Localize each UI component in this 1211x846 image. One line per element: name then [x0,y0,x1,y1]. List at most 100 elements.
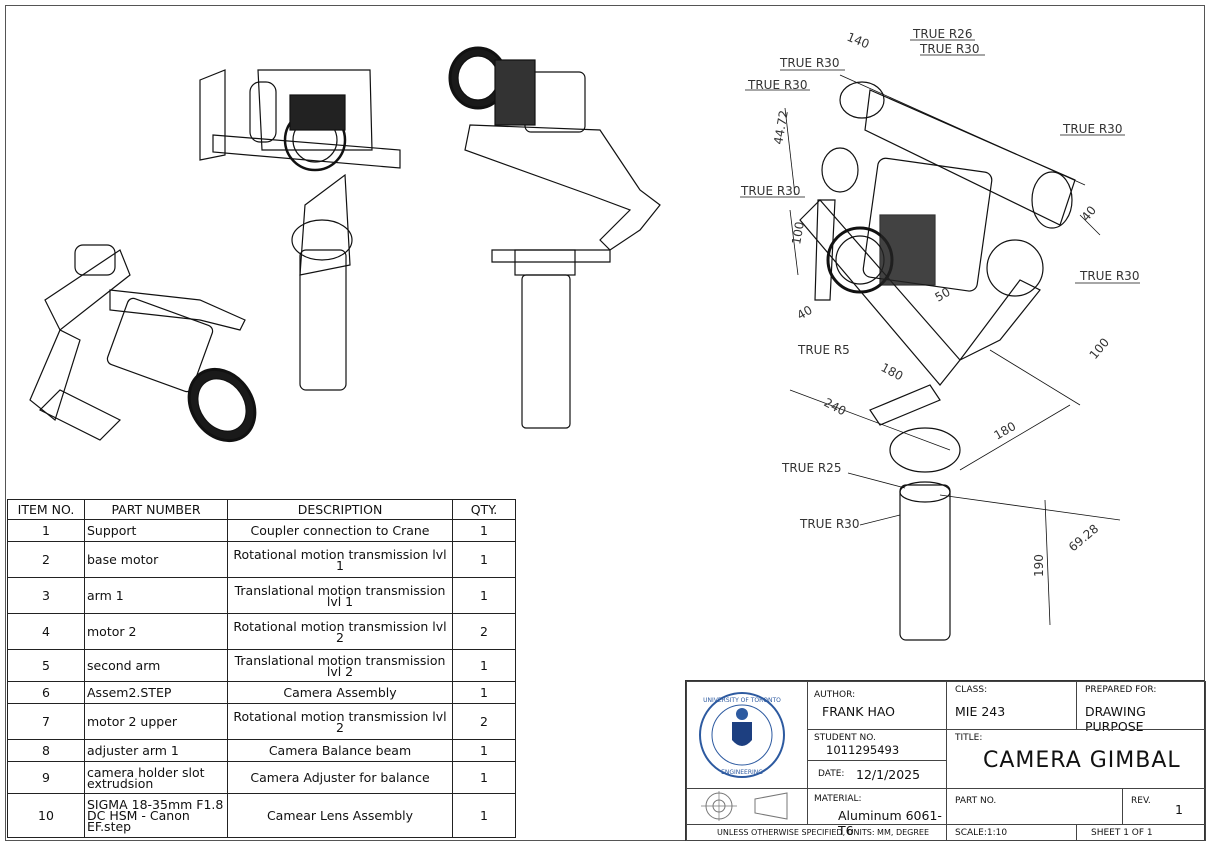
drawing-frame [5,5,1205,841]
dim-true-r30: TRUE R30 [919,42,979,56]
part-number: motor 2 upper [84,703,228,740]
qty: 1 [452,739,516,762]
qty: 1 [452,577,516,614]
table-row: 6 Assem2.STEP Camera Assembly 1 [7,681,516,704]
author-value: FRANK HAO [822,704,896,719]
col-qty: QTY. [452,499,516,520]
dim-true-r30: TRUE R30 [1079,269,1139,283]
dim-50: 50 [933,285,953,305]
prepared-for-cell: PREPARED FOR: DRAWING PURPOSE [1076,681,1206,734]
item-no: 2 [7,541,85,578]
date-cell: DATE: 12/1/2025 [807,760,947,789]
part-number: motor 2 [84,613,228,650]
dim-100: 100 [1087,335,1112,362]
part-number: SIGMA 18-35mm F1.8 DC HSM - Canon EF.ste… [84,793,228,838]
dim-true-r30: TRUE R30 [1062,122,1122,136]
seal-text-bottom: ENGINEERING [721,769,763,776]
dim-180: 180 [879,360,906,383]
description: Rotational motion transmission lvl 2 [227,613,453,650]
table-row: 3 arm 1 Translational motion transmissio… [7,577,516,614]
view-front-iso [199,69,401,391]
dim-240: 240 [822,395,849,418]
material-value: Aluminum 6061-T6 [838,808,942,838]
description: Camera Balance beam [227,739,453,762]
part-number: arm 1 [84,577,228,614]
dim-69-28: 69.28 [1066,521,1101,554]
dim-true-r25: TRUE R25 [781,461,841,475]
item-no: 6 [7,681,85,704]
class-label: CLASS: [955,685,988,695]
material-cell: MATERIAL: Aluminum 6061-T6 [807,788,947,838]
item-no: 3 [7,577,85,614]
class-value: MIE 243 [955,704,1006,719]
dim-190: 190 [1032,554,1046,577]
part-number: camera holder slot extrudsion [84,761,228,794]
university-seal-logo: UNIVERSITY OF TORONTO ENGINEERING [699,692,785,778]
student-no-cell: STUDENT NO. 1011295493 [807,729,947,761]
view-rotated-iso [29,244,257,443]
item-no: 10 [7,793,85,838]
item-no: 1 [7,519,85,542]
description: Camera Adjuster for balance [227,761,453,794]
part-no-label: PART NO. [955,796,997,806]
col-item-no: ITEM NO. [7,499,85,520]
qty: 1 [452,541,516,578]
qty: 2 [452,703,516,740]
student-no-value: 1011295493 [826,743,900,757]
qty: 1 [452,681,516,704]
dim-true-r30: TRUE R30 [799,517,859,531]
logo-cell: UNIVERSITY OF TORONTO ENGINEERING [686,681,808,789]
units-note-cell: UNLESS OTHERWISE SPECIFIED, UNITS: MM, D… [686,824,947,841]
table-row: 10 SIGMA 18-35mm F1.8 DC HSM - Canon EF.… [7,793,516,838]
col-description: DESCRIPTION [227,499,453,520]
scale-cell: SCALE:1:10 [946,824,1077,841]
item-no: 9 [7,761,85,794]
view-side [448,46,661,429]
part-number: second arm [84,649,228,682]
dim-100: 100 [789,221,807,246]
item-no: 5 [7,649,85,682]
dim-140: 140 [845,30,871,52]
part-no-cell: PART NO. [946,788,1123,825]
sheet-cell: SHEET 1 OF 1 [1076,824,1206,841]
qty: 1 [452,649,516,682]
date-value: 12/1/2025 [856,767,921,782]
title-label: TITLE: [955,733,983,743]
material-label: MATERIAL: [814,794,862,804]
scale-value: SCALE:1:10 [955,828,1008,838]
part-number: base motor [84,541,228,578]
dim-true-r5: TRUE R5 [797,343,850,357]
col-part-number: PART NUMBER [84,499,228,520]
rev-cell: REV. 1 [1122,788,1206,825]
part-number: Assem2.STEP [84,681,228,704]
table-row: 1 Support Coupler connection to Crane 1 [7,519,516,542]
rev-label: REV. [1131,796,1151,806]
description: Camear Lens Assembly [227,793,453,838]
dim-180: 180 [992,419,1019,443]
projection-cell [686,788,808,825]
date-label: DATE: [818,769,845,779]
prepared-for-label: PREPARED FOR: [1085,685,1157,695]
table-row: 7 motor 2 upper Rotational motion transm… [7,703,516,740]
item-no: 8 [7,739,85,762]
dim-40: 40 [1079,203,1100,224]
units-note: UNLESS OTHERWISE SPECIFIED, UNITS: MM, D… [717,828,930,837]
table-row: 2 base motor Rotational motion transmiss… [7,541,516,578]
table-row: 5 second arm Translational motion transm… [7,649,516,682]
class-cell: CLASS: MIE 243 [946,681,1077,730]
drawing-title: CAMERA GIMBAL [983,748,1181,773]
item-no: 4 [7,613,85,650]
seal-text-top: UNIVERSITY OF TORONTO [703,697,781,704]
dim-44-72: 44.72 [771,109,791,145]
third-angle-projection-icon [701,791,788,821]
dim-40: 40 [795,303,815,323]
table-row: 8 adjuster arm 1 Camera Balance beam 1 [7,739,516,762]
bom-header-row: ITEM NO. PART NUMBER DESCRIPTION QTY. [7,499,516,520]
dim-true-r30: TRUE R30 [747,78,807,92]
qty: 1 [452,793,516,838]
description: Coupler connection to Crane [227,519,453,542]
view-dimensioned-iso [740,39,1140,641]
description: Camera Assembly [227,681,453,704]
dim-true-r26: TRUE R26 [912,27,972,41]
